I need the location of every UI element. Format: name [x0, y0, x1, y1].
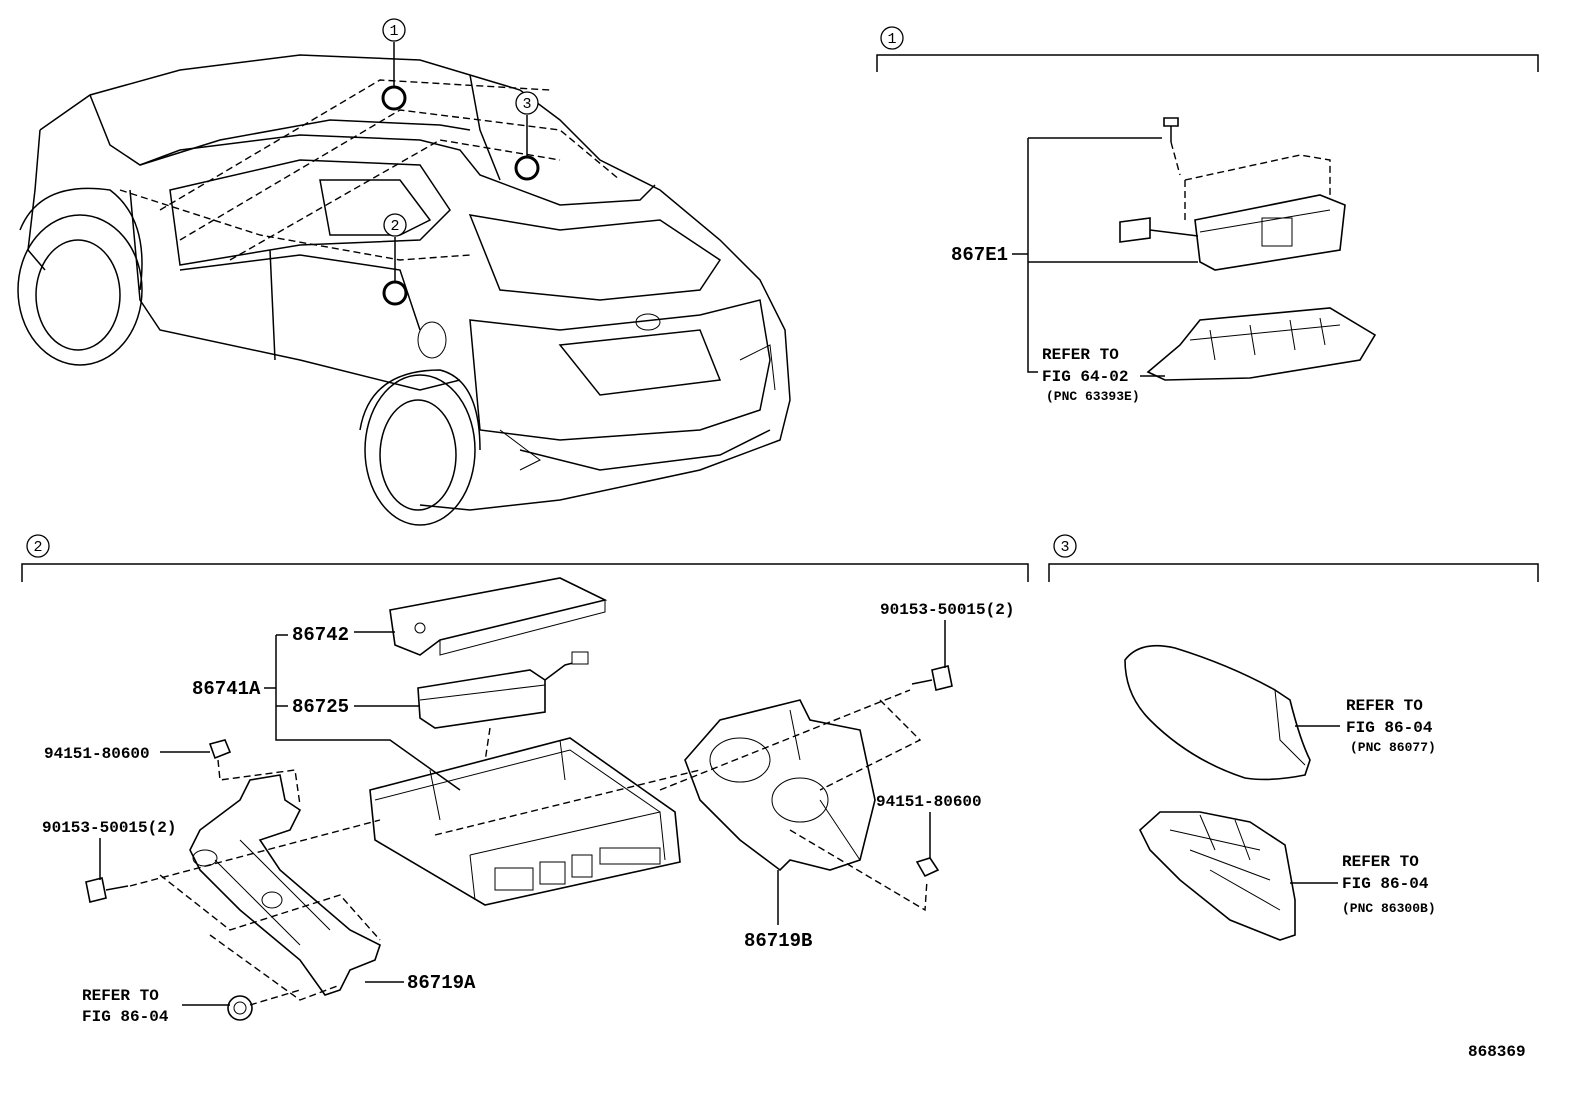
section-1-callout: 1: [887, 31, 896, 48]
screw-90153-right: [911, 665, 953, 691]
svg-text:1: 1: [389, 23, 398, 40]
antenna-cover: [1124, 644, 1311, 781]
antenna-base: [1139, 811, 1296, 941]
module-867E1: [1119, 154, 1346, 271]
label-fig-64-02: FIG 64-02: [1042, 368, 1128, 386]
label-86741A: 86741A: [192, 678, 261, 700]
part-86725-module: [417, 651, 589, 729]
label-86725: 86725: [292, 696, 349, 718]
label-86719A: 86719A: [407, 972, 476, 994]
diagram-id: 868369: [1468, 1043, 1526, 1061]
label-refer-to-s1: REFER TO: [1042, 346, 1119, 364]
bezel-part: [1146, 307, 1377, 381]
label-fig-86-04-s3a: FIG 86-04: [1346, 719, 1433, 737]
callout-2-car: 2: [383, 213, 407, 237]
label-90153-50015-right: 90153-50015(2): [880, 601, 1014, 619]
section-1: 1 867E1 REFER TO: [876, 26, 1539, 404]
clip-94151-left: [208, 739, 232, 760]
label-pnc-86300B: (PNC 86300B): [1342, 901, 1436, 916]
part-86719A-bracket: [189, 774, 381, 996]
label-86742: 86742: [292, 624, 349, 646]
label-refer-to-s3b: REFER TO: [1342, 853, 1419, 871]
section-2: 2: [21, 534, 1029, 1026]
svg-text:3: 3: [522, 96, 531, 113]
section-3: 3 REFER TO FIG 86-04 (PNC 86077) REFER T…: [1048, 534, 1539, 941]
section-3-callout: 3: [1060, 539, 1069, 556]
fastener-refer: [227, 995, 253, 1021]
part-86719B-bracket: [684, 699, 876, 872]
label-fig-86-04-s2: FIG 86-04: [82, 1008, 169, 1026]
label-refer-to-s3a: REFER TO: [1346, 697, 1423, 715]
callout-1-car: 1: [382, 18, 406, 42]
label-867E1: 867E1: [951, 244, 1008, 266]
label-86719B: 86719B: [744, 930, 812, 952]
label-94151-80600-right: 94151-80600: [876, 793, 982, 811]
section-2-callout: 2: [33, 539, 42, 556]
label-90153-50015-left: 90153-50015(2): [42, 819, 176, 837]
clip-94151-right: [915, 857, 940, 878]
label-refer-to-s2: REFER TO: [82, 987, 159, 1005]
part-86742-cover: [389, 577, 608, 656]
vehicle-illustration: 1 3 2: [17, 18, 791, 526]
screw-part: [1163, 117, 1179, 142]
label-pnc-86077: (PNC 86077): [1350, 740, 1436, 755]
part-86741A-unit: [369, 737, 681, 906]
label-fig-86-04-s3b: FIG 86-04: [1342, 875, 1429, 893]
svg-text:2: 2: [390, 218, 399, 235]
label-94151-80600-left: 94151-80600: [44, 745, 150, 763]
label-pnc-63393E: (PNC 63393E): [1046, 389, 1140, 404]
callout-3-car: 3: [515, 91, 539, 115]
screw-90153-left: [85, 877, 129, 903]
